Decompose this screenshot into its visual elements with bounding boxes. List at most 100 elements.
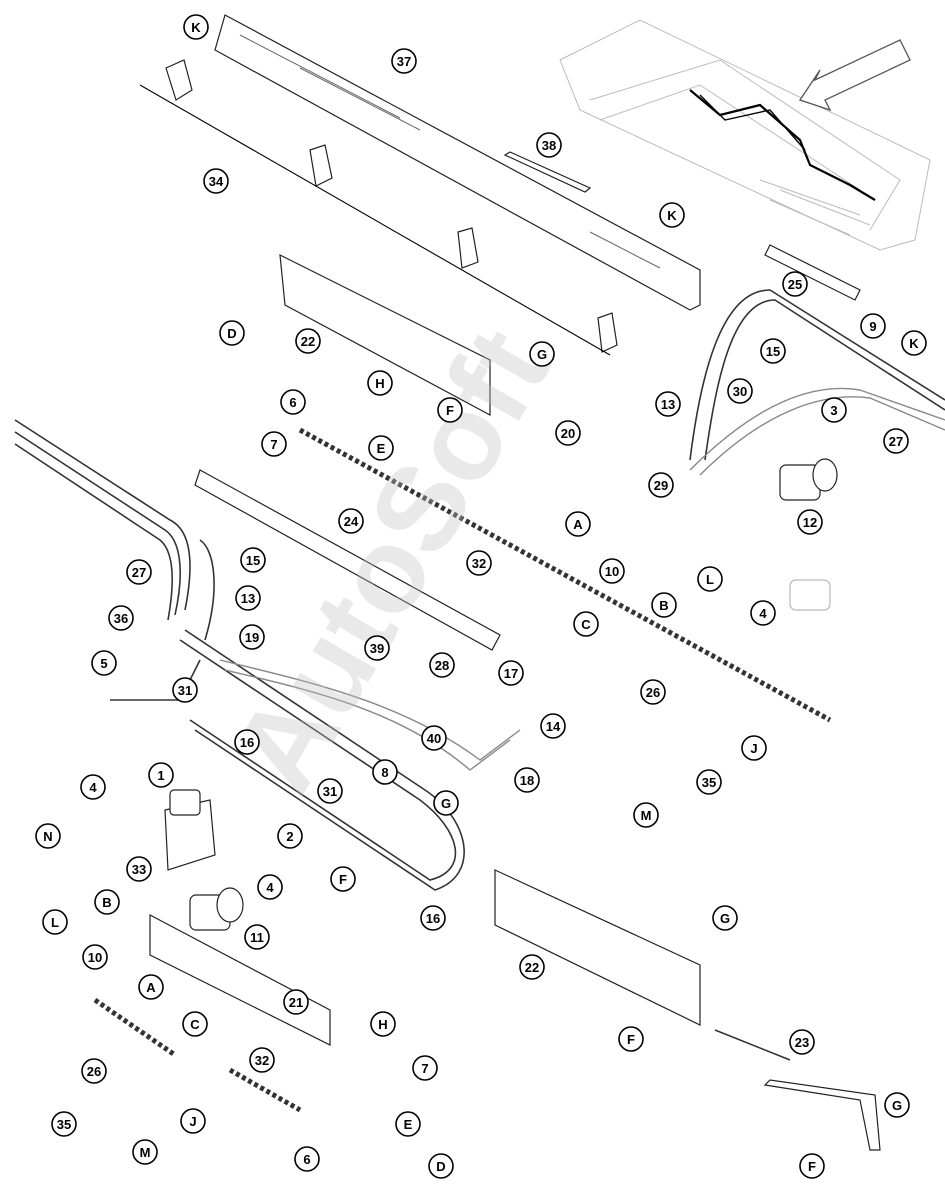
callout-B2: B <box>94 889 120 915</box>
callout-M2: M <box>132 1139 158 1165</box>
callout-circle <box>565 511 591 537</box>
callout-K2: K <box>659 202 685 228</box>
plate-21 <box>149 914 331 1046</box>
callout-circle <box>648 472 674 498</box>
callout-15a: 15 <box>760 338 786 364</box>
callout-label: K <box>667 208 677 223</box>
callout-circle <box>884 1092 910 1118</box>
callout-circle <box>433 790 459 816</box>
callout-circle <box>80 774 106 800</box>
callout-circle <box>42 909 68 935</box>
callout-label: G <box>537 347 547 362</box>
callout-label: F <box>446 403 454 418</box>
callout-C2: C <box>182 1011 208 1037</box>
callout-L1: L <box>697 566 723 592</box>
callout-circle <box>799 1153 825 1179</box>
callout-F3: F <box>618 1026 644 1052</box>
callout-circle <box>529 341 555 367</box>
callout-H2: H <box>370 1011 396 1037</box>
callout-label: 32 <box>255 1053 269 1068</box>
callout-label: G <box>892 1098 902 1113</box>
callout-circle <box>412 1055 438 1081</box>
callout-9: 9 <box>860 313 886 339</box>
callout-circle <box>741 735 767 761</box>
callout-23: 23 <box>789 1029 815 1055</box>
callout-A1: A <box>565 511 591 537</box>
plate-22-lower <box>494 869 701 1026</box>
callout-24: 24 <box>338 508 364 534</box>
callout-7b: 7 <box>412 1055 438 1081</box>
callout-6a: 6 <box>280 389 306 415</box>
callout-circle <box>372 759 398 785</box>
callout-5: 5 <box>91 650 117 676</box>
callout-circle <box>91 650 117 676</box>
callout-label: 17 <box>504 666 518 681</box>
callout-circle <box>428 1153 454 1179</box>
callout-circle <box>330 866 356 892</box>
valve-block-33 <box>164 789 216 871</box>
callout-4c: 4 <box>257 874 283 900</box>
callout-22b: 22 <box>519 954 545 980</box>
callout-35a: 35 <box>696 769 722 795</box>
callout-label: 27 <box>889 434 903 449</box>
callout-label: F <box>627 1032 635 1047</box>
callout-F4: F <box>799 1153 825 1179</box>
callout-circle <box>421 725 447 751</box>
callout-circle <box>367 370 393 396</box>
bar-24 <box>194 469 501 651</box>
callout-label: 28 <box>435 658 449 673</box>
callout-circle <box>277 823 303 849</box>
callout-39: 39 <box>364 635 390 661</box>
callout-label: H <box>375 376 384 391</box>
callout-label: B <box>102 895 111 910</box>
callout-label: 33 <box>132 862 146 877</box>
motor-11 <box>189 887 244 931</box>
callout-label: F <box>808 1159 816 1174</box>
callout-circle <box>364 635 390 661</box>
callout-circle <box>727 378 753 404</box>
callout-40: 40 <box>421 725 447 751</box>
callout-circle <box>94 889 120 915</box>
callout-25: 25 <box>782 271 808 297</box>
chain-32-lower <box>93 997 302 1113</box>
callout-circle <box>536 132 562 158</box>
callout-label: M <box>140 1145 151 1160</box>
callout-label: 31 <box>323 784 337 799</box>
callout-14: 14 <box>540 713 566 739</box>
callout-label: 10 <box>88 950 102 965</box>
callout-circle <box>261 431 287 457</box>
callout-circle <box>797 509 823 535</box>
callout-label: 4 <box>759 606 767 621</box>
plate-38 <box>503 151 592 193</box>
callout-label: 21 <box>289 995 303 1010</box>
callout-circle <box>391 48 417 74</box>
callout-4b: 4 <box>80 774 106 800</box>
callout-circle <box>317 778 343 804</box>
callout-circle <box>148 762 174 788</box>
callout-label: A <box>146 980 156 995</box>
callout-circle <box>659 202 685 228</box>
callout-label: 26 <box>646 685 660 700</box>
callout-label: 22 <box>301 334 315 349</box>
callout-label: 35 <box>702 775 716 790</box>
callout-F1: F <box>437 397 463 423</box>
callout-D2: D <box>428 1153 454 1179</box>
callout-21: 21 <box>283 989 309 1015</box>
motor-4-faded <box>789 579 831 611</box>
direction-arrow <box>798 39 911 112</box>
callout-G2: G <box>433 790 459 816</box>
callout-label: 15 <box>766 344 780 359</box>
callout-label: J <box>189 1114 196 1129</box>
callout-N: N <box>35 823 61 849</box>
callout-label: 13 <box>661 397 675 412</box>
callout-label: B <box>659 598 668 613</box>
callout-22a: 22 <box>295 328 321 354</box>
callout-label: 12 <box>803 515 817 530</box>
callout-L2: L <box>42 909 68 935</box>
callout-label: 8 <box>381 765 388 780</box>
callout-circle <box>555 420 581 446</box>
callout-label: N <box>43 829 52 844</box>
callout-34: 34 <box>203 168 229 194</box>
callout-label: 37 <box>397 54 411 69</box>
